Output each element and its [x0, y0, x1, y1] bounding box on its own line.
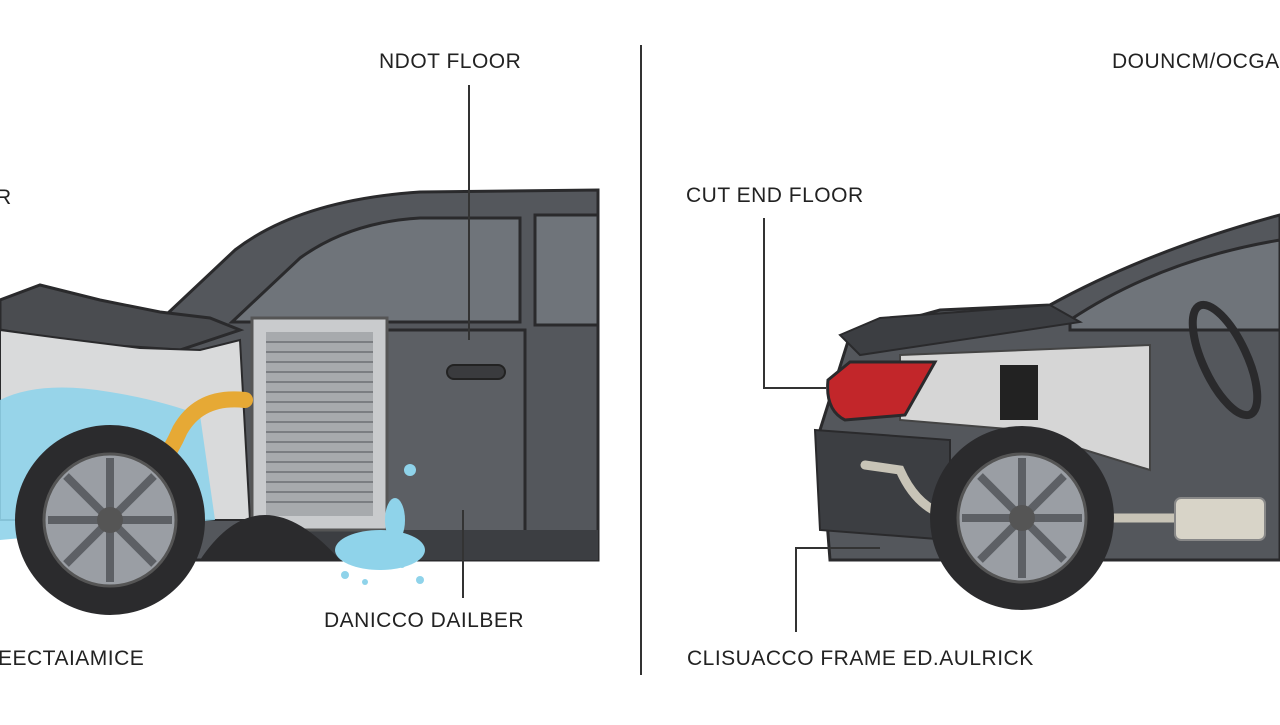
radiator-core: [266, 332, 373, 516]
right-car-illustration: [813, 213, 1280, 610]
radiator-fins: [266, 341, 373, 503]
water-splash: [335, 464, 425, 585]
callout-label-left-edge: R: [0, 186, 12, 209]
left-car-front-window: [228, 216, 522, 324]
leader-line-mid-right: [763, 218, 826, 389]
left-car-door: [383, 328, 527, 537]
tail-light: [826, 360, 938, 422]
left-car-illustration: [0, 188, 600, 615]
left-car-rear-window: [533, 213, 600, 327]
muffler: [1174, 497, 1266, 541]
callout-label-bottom-mid: DANICCO DAILBER: [324, 609, 525, 632]
left-car-wheel-arch: [200, 515, 340, 560]
right-car-trunk-lid: [838, 303, 1084, 357]
callout-label-bottom-left: EECTAIAMICE: [0, 647, 145, 670]
left-car-front-wheel: [15, 425, 205, 615]
callout-label-top-right: DOUNCM/OCGAUX: [1112, 50, 1280, 73]
callout-label-bottom-right: CLISUACCO FRAME ED.AULRICK: [687, 647, 1034, 670]
right-car-steering-wheel: [1188, 300, 1262, 420]
left-car-door-handle: [446, 364, 506, 380]
right-car-wheel: [930, 426, 1114, 610]
callout-label-top-left: NDOT FLOOR: [379, 50, 522, 73]
leader-line-bottom-right: [795, 547, 880, 632]
callout-label-mid-right: CUT END FLOOR: [686, 184, 864, 207]
right-car-bracket: [1000, 365, 1038, 420]
right-car-bumper: [813, 428, 951, 542]
